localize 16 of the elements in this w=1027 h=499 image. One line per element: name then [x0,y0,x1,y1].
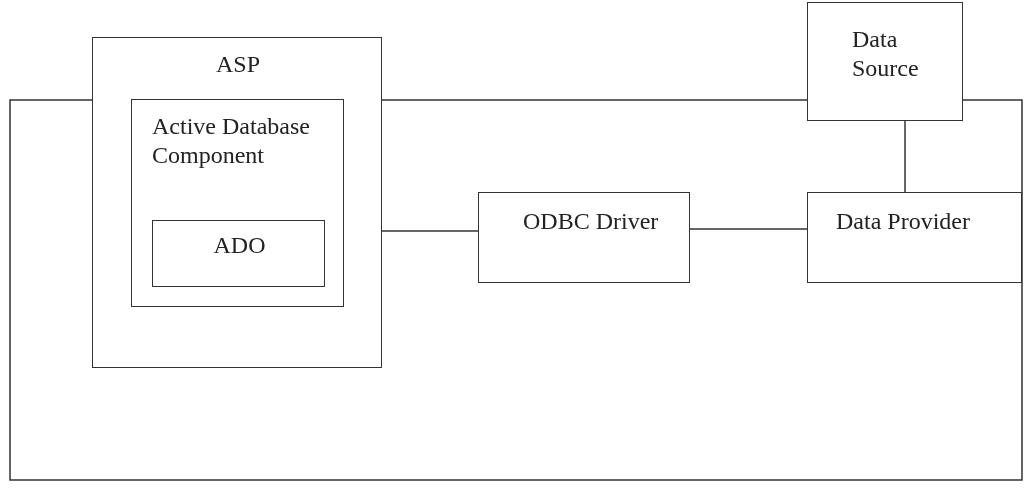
component-box [131,99,344,307]
process-box [807,192,1022,283]
node-label: Active Database Component [152,112,311,170]
connector-line [381,99,808,101]
process-box [807,2,963,121]
connector-line [9,99,1023,481]
node-label: ASP [215,50,261,79]
node-label: ADO [212,231,267,260]
node-label: Data Source [852,25,920,83]
process-box [152,220,325,287]
node-label: Data Provider [836,207,971,236]
process-box [478,192,690,283]
connector-line [689,228,808,230]
container-box [92,37,382,368]
connector-line [904,120,906,193]
node-label: ODBC Driver [523,207,660,236]
